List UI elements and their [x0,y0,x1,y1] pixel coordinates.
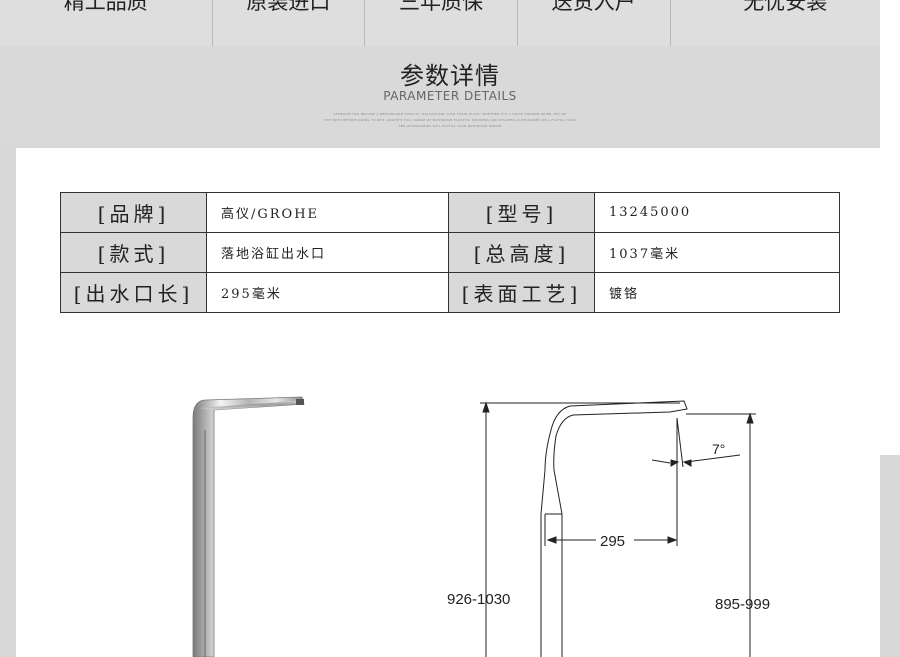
spec-value-brand: 高仪/GROHE [206,192,449,233]
feature-item: 送货入户 [518,0,671,46]
product-drawing: 7° 295 926-1030 895-999 [192,396,770,657]
spec-key-brand: [品牌] [60,192,207,233]
section-subtitle: PARAMETER DETAILS [383,89,517,103]
feature-bar: 精工品质 原装进口 三年质保 送货入户 无忧安装 [0,0,900,46]
right-height-label: 895-999 [715,596,770,613]
feature-item: 三年质保 [365,0,518,46]
spec-key-model: [型号] [448,192,595,233]
card-edge [880,0,900,455]
table-row: [出水口长] 295毫米 [表面工艺] 镀铬 [60,272,840,313]
spec-key-style: [款式] [60,232,207,273]
feature-label: 原装进口 [246,0,331,14]
feature-label: 无忧安装 [743,0,828,14]
spec-value-style: 落地浴缸出水口 [206,232,449,273]
spec-value-model: 13245000 [594,192,840,233]
feature-label: 精工品质 [63,0,148,14]
spec-value-height: 1037毫米 [594,232,840,273]
spec-key-finish: [表面工艺] [448,272,595,313]
fine-print: HOT BATH BEFORE GOING TO BED, GROHE'S FU… [324,118,576,122]
section-title: 参数详情 [400,62,500,90]
spec-key-height: [总高度] [448,232,595,273]
fine-print: TED ACCESSORIES WILL FULFILL YOUR BATHRO… [398,124,502,128]
spout-length-label: 295 [600,533,625,550]
fine-print: ATHROOM HAS BECAME A REMARKABLE VITALITY… [333,112,567,116]
feature-item: 原装进口 [213,0,366,46]
table-row: [品牌] 高仪/GROHE [型号] 13245000 [60,192,840,233]
spec-key-spout-length: [出水口长] [60,272,207,313]
feature-item: 精工品质 [0,0,213,46]
technical-drawing [480,400,756,657]
faucet-photo [192,396,305,657]
angle-label: 7° [712,441,725,457]
feature-label: 三年质保 [399,0,484,14]
spec-value-spout-length: 295毫米 [206,272,449,313]
feature-item: 无忧安装 [671,0,900,46]
feature-label: 送货入户 [551,0,636,14]
spec-table: [品牌] 高仪/GROHE [型号] 13245000 [款式] 落地浴缸出水口… [60,192,840,313]
spec-value-finish: 镀铬 [594,272,840,313]
table-row: [款式] 落地浴缸出水口 [总高度] 1037毫米 [60,232,840,273]
left-height-label: 926-1030 [447,591,510,608]
section-header: 参数详情 PARAMETER DETAILS ATHROOM HAS BECAM… [0,46,900,146]
